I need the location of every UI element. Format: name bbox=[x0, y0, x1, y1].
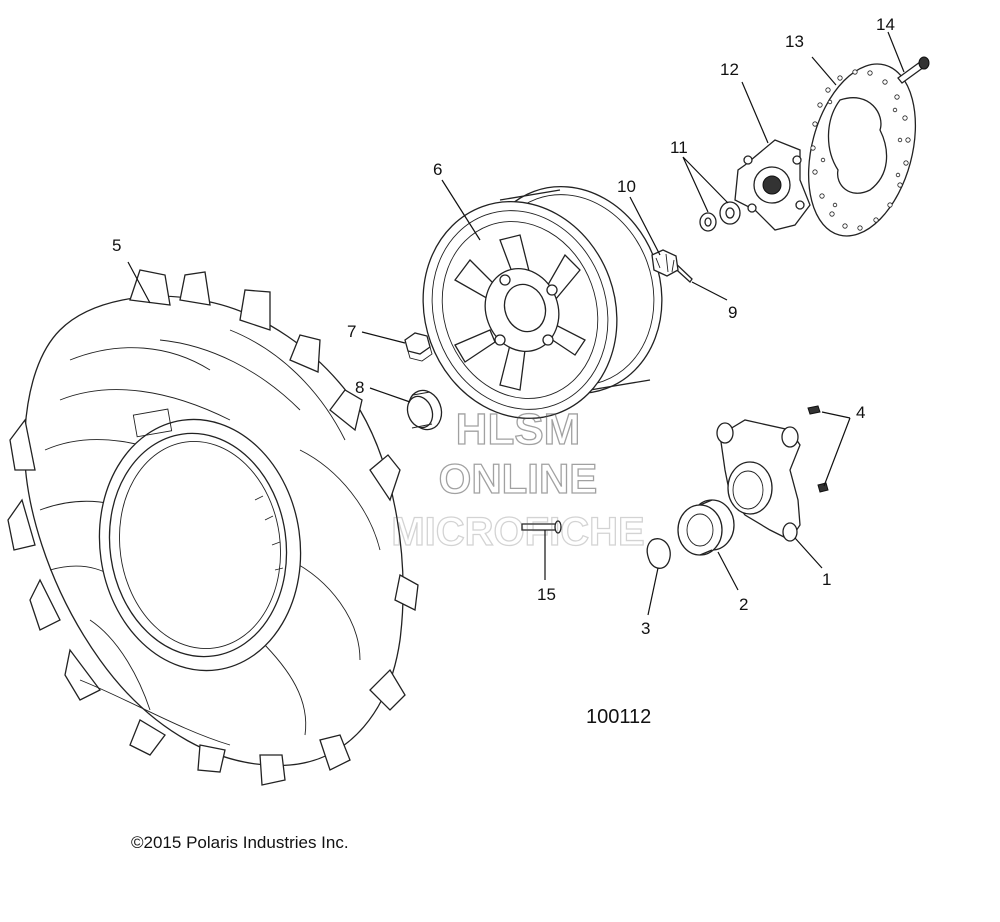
copyright-notice: ©2015 Polaris Industries Inc. bbox=[131, 833, 349, 852]
watermark-line-1: HLSM bbox=[456, 405, 581, 454]
callout-2: 2 bbox=[739, 595, 748, 614]
callout-9: 9 bbox=[728, 303, 737, 322]
castle-nut-part-10 bbox=[651, 249, 679, 277]
screws-part-4 bbox=[807, 405, 829, 493]
brake-disc-part-13 bbox=[807, 63, 917, 237]
callout-6: 6 bbox=[433, 160, 442, 179]
callout-8: 8 bbox=[355, 378, 364, 397]
leader-lines bbox=[127, 31, 905, 616]
watermark: HLSM ONLINE MICROFICHE bbox=[391, 404, 646, 554]
watermark-line-2: ONLINE bbox=[439, 455, 598, 502]
knuckle-part-1 bbox=[716, 419, 801, 542]
callout-13: 13 bbox=[785, 32, 804, 51]
callout-10: 10 bbox=[617, 177, 636, 196]
tire-part-5 bbox=[7, 269, 419, 786]
callout-3: 3 bbox=[641, 619, 650, 638]
pin-part-15 bbox=[521, 520, 562, 534]
callout-5: 5 bbox=[112, 236, 121, 255]
washers-part-11 bbox=[699, 201, 741, 232]
figure-number: 100112 bbox=[586, 706, 651, 728]
bolt-part-14 bbox=[897, 56, 930, 84]
callout-4: 4 bbox=[856, 403, 865, 422]
watermark-line-3: MICROFICHE bbox=[391, 510, 644, 554]
retaining-ring-part-3 bbox=[646, 538, 671, 569]
callout-15: 15 bbox=[537, 585, 556, 604]
callout-11: 11 bbox=[670, 138, 688, 157]
hub-part-12 bbox=[734, 139, 811, 231]
callout-14: 14 bbox=[876, 15, 895, 34]
callout-12: 12 bbox=[720, 60, 739, 79]
bearing-part-2 bbox=[677, 499, 735, 556]
wheel-part-6 bbox=[422, 185, 663, 420]
callout-7: 7 bbox=[347, 322, 356, 341]
callout-labels: 1 2 3 4 5 6 7 8 9 10 11 12 13 14 15 bbox=[112, 15, 895, 638]
callout-1: 1 bbox=[822, 570, 831, 589]
cap-part-8 bbox=[406, 389, 443, 431]
lug-nut-part-7 bbox=[404, 332, 433, 362]
